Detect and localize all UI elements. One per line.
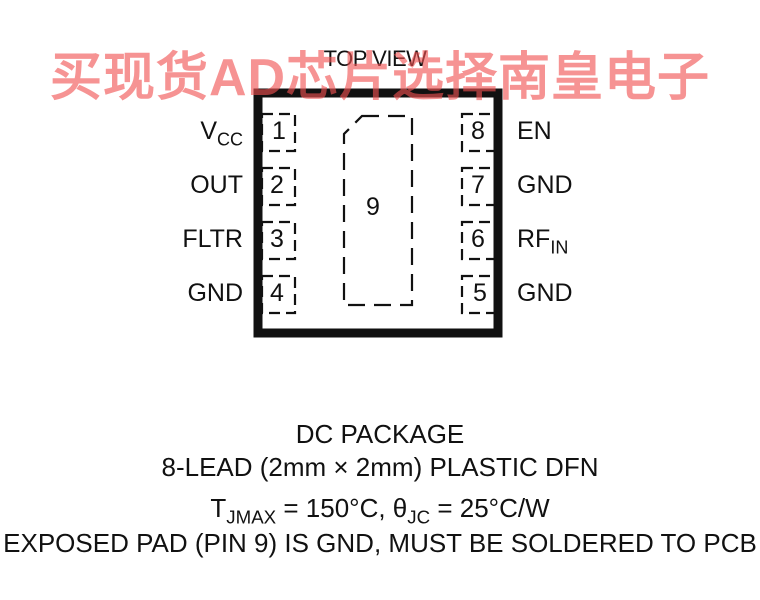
exposed-pad-outline (342, 114, 414, 307)
view-label: TOP VIEW (323, 46, 427, 71)
package-name: DC PACKAGE (295, 419, 465, 449)
pin-5-name: GND (517, 279, 573, 307)
watermark-text: 买现货AD芯片选择南皇电子 (49, 49, 711, 107)
pin-2-box (260, 166, 297, 207)
pin-5-box (460, 274, 497, 315)
thermal-spec: TJMAX = 150°C, θJC = 25°C/W (210, 493, 550, 528)
pin-8-name: EN (517, 117, 552, 145)
pin-2-name: OUT (190, 171, 243, 199)
pin-7-number: 7 (471, 171, 485, 199)
pin-1-number: 1 (272, 117, 286, 145)
pin-7-box (460, 166, 497, 207)
exposed-pad-number: 9 (366, 193, 380, 221)
pin-1-box (260, 112, 297, 153)
pin-3-name: FLTR (182, 225, 243, 253)
pin-4-box (260, 274, 297, 315)
pin-8-number: 8 (471, 117, 485, 145)
pin-1-name: VCC (200, 117, 243, 150)
exposed-pad-note: EXPOSED PAD (PIN 9) IS GND, MUST BE SOLD… (3, 528, 757, 558)
pin-6-name: RFIN (517, 225, 569, 258)
pin-4-name: GND (187, 279, 243, 307)
pin-4-number: 4 (270, 279, 284, 307)
pin-8-box (460, 112, 497, 153)
pin-7-name: GND (517, 171, 573, 199)
pin-2-number: 2 (270, 171, 284, 199)
pin-6-box (460, 220, 497, 261)
pin-5-number: 5 (473, 279, 487, 307)
package-body (253, 88, 503, 338)
package-description: 8-LEAD (2mm × 2mm) PLASTIC DFN (161, 452, 599, 482)
pin-3-box (260, 220, 297, 261)
pin-3-number: 3 (270, 225, 284, 253)
pin-6-number: 6 (471, 225, 485, 253)
